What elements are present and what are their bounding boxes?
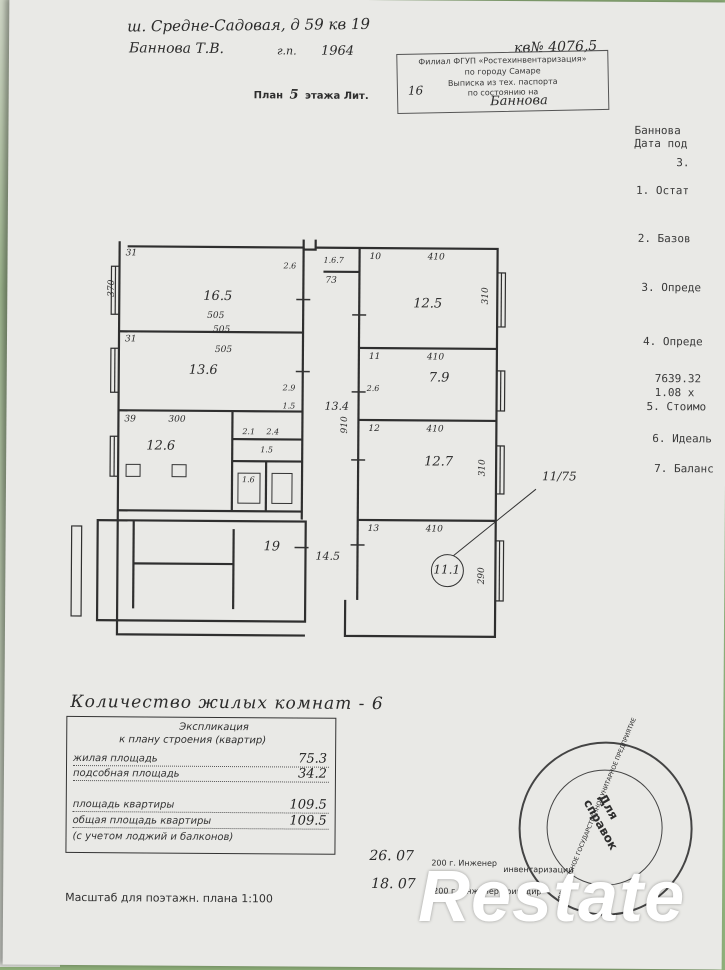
explication-table: Экспликация к плану строения (квартир) ж… bbox=[65, 716, 336, 855]
document-sheet: ш. Средне-Садовая, д 59 кв 19 Баннова Т.… bbox=[3, 0, 725, 969]
date-2: 18. 07 bbox=[371, 876, 416, 892]
explication-subtitle: к плану строения (квартир) bbox=[119, 734, 266, 746]
restate-watermark-logo: Restate bbox=[418, 856, 685, 938]
floor-plan bbox=[4, 0, 725, 703]
explication-title: Экспликация bbox=[179, 722, 249, 733]
scale-note: Масштаб для поэтажн. плана 1:100 bbox=[65, 891, 273, 905]
date-1: 26. 07 bbox=[369, 848, 414, 864]
explication-row: (с учетом лоджий и балконов) bbox=[72, 831, 328, 847]
rooms-count: Количество жилых комнат - 6 bbox=[70, 692, 383, 714]
